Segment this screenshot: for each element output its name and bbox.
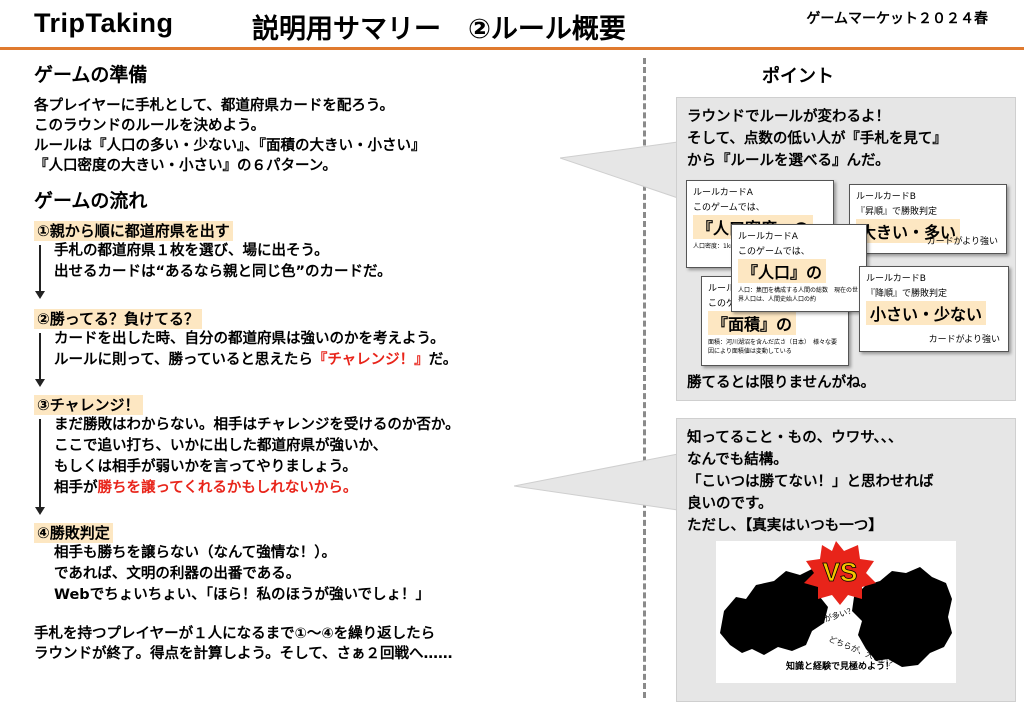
step-line: 相手が勝ちを譲ってくれるかもしれないから。 [54, 478, 634, 499]
rule-card-a-population: ルールカードA このゲームでは、 『人口』の 人口：集団を構成する人間の総数 現… [731, 224, 867, 312]
step-line: 相手も勝ちを譲らない（なんて強情な！）。 [54, 545, 337, 561]
step-line: カードを出した時、自分の都道府県は強いのかを考えよう。 [54, 331, 445, 347]
brand-title: TripTaking [34, 8, 174, 38]
prep-line: ルールは『人口の多い・少ない』、『面積の大きい・小さい』 [34, 138, 426, 154]
step-line: Webでちょいちょい、「ほら！私のほうが強いでしょ！」 [54, 587, 431, 603]
step-line: ここで追い打ち、いかに出した都道府県が強いか、 [54, 438, 388, 454]
prefecture-silhouette-left [720, 569, 828, 655]
step-line: 出せるカードは“あるなら親と同じ色”のカードだ。 [54, 264, 392, 280]
point-title: ポイント [762, 66, 834, 87]
rule-card-b-ascending: ルールカードB 『昇順』で勝敗判定 大きい・多い カードがより強い [849, 184, 1007, 254]
step-line: まだ勝敗はわからない。相手はチャレンジを受けるのか否か。 [54, 417, 460, 433]
card-note: 人口密度：1km² [693, 243, 739, 250]
header: TripTaking 説明用サマリー ②ルール概要 ゲームマーケット２０２４春 [0, 0, 1024, 50]
step-2-body: カードを出した時、自分の都道府県は強いのかを考えよう。 ルールに則って、勝ってい… [54, 329, 634, 371]
step-1-body: 手札の都道府県１枚を選び、場に出そう。 出せるカードは“あるなら親と同じ色”のカ… [54, 241, 634, 283]
point-bubble-rules: ラウンドでルールが変わるよ！ そして、点数の低い人が『手札を見て』 から『ルール… [676, 97, 1016, 401]
card-heading: ルールカードB [856, 192, 916, 202]
closing-text: 手札を持つプレイヤーが１人になるまで①～④を繰り返したら ラウンドが終了。得点を… [34, 624, 634, 664]
step-line: もしくは相手が弱いかを言ってやりましょう。 [54, 459, 357, 475]
closing-line: ラウンドが終了。得点を計算しよう。そして、さぁ２回戦へ…… [34, 646, 453, 662]
flow-title: ゲームの流れ [34, 190, 148, 212]
card-subtitle: このゲームでは、 [738, 247, 810, 257]
card-heading: ルールカードB [866, 274, 926, 284]
step-1: ①親から順に都道府県を出す 手札の都道府県１枚を選び、場に出そう。 出せるカード… [34, 221, 634, 299]
step-1-heading: ①親から順に都道府県を出す [34, 221, 233, 241]
step-text: 相手が [54, 480, 98, 496]
card-main: 『面積』の [708, 311, 797, 335]
bubble-line: 知ってること・もの、ウワサ、、、 [687, 430, 903, 446]
bubble-text: ラウンドでルールが変わるよ！ そして、点数の低い人が『手札を見て』 から『ルール… [687, 106, 947, 172]
prep-title: ゲームの準備 [34, 64, 148, 86]
step-line: ルールに則って、勝っていると思えたら『チャレンジ！』だ。 [54, 350, 634, 371]
speech-tail [514, 453, 679, 511]
step-3-heading: ③チャレンジ！ [34, 395, 143, 415]
card-main: 小さい・少ない [866, 301, 987, 325]
card-heading: ルールカードA [693, 188, 753, 198]
prep-line: 各プレイヤーに手札として、都道府県カードを配ろう。 [34, 98, 395, 114]
card-note: 面積：河川湖沼を含んだ広さ（日本） 様々な要因により面積値は変動している [708, 339, 838, 355]
bubble-line: 良いのです。 [687, 496, 773, 512]
flow-arrow [35, 419, 45, 515]
vs-badge: VS [823, 557, 858, 587]
step-4-body: 相手も勝ちを譲らない（なんて強情な！）。 であれば、文明の利器の出番である。 W… [54, 543, 634, 606]
step-2: ②勝ってる？負けてる？ カードを出した時、自分の都道府県は強いのかを考えよう。 … [34, 309, 634, 387]
card-footnote: カードがより強い [926, 237, 998, 247]
card-note: 人口：集団を構成する人間の総数 現在の世界人口は、人間史始人口の約 [738, 287, 859, 303]
step-2-heading: ②勝ってる？負けてる？ [34, 309, 202, 329]
bubble-line: ただし、【真実はいつも一つ】 [687, 518, 883, 534]
step-4-heading: ④勝敗判定 [34, 523, 113, 543]
warning-text: 勝ちを譲ってくれるかもしれないから。 [97, 480, 358, 496]
card-heading: ルールカードA [738, 232, 798, 242]
card-main: 『人口』の [738, 259, 827, 283]
bubble-line: 「こいつは勝てない！」と思わせれば [687, 474, 934, 490]
speech-tail [560, 141, 679, 199]
step-line: であれば、文明の利器の出番である。 [54, 566, 301, 582]
bubble-line: ラウンドでルールが変わるよ！ [687, 109, 890, 125]
closing-line: 手札を持つプレイヤーが１人になるまで①～④を繰り返したら [34, 626, 436, 642]
vs-illustration: VS 人口が多い？少ない？ どちらが、大きい？ 知識と経験で見極めよう！ [716, 541, 956, 683]
prefecture-silhouette-right [852, 567, 952, 667]
bubble-line: そして、点数の低い人が『手札を見て』 [687, 131, 947, 147]
flow-arrow [35, 245, 45, 299]
card-footnote: カードがより強い [928, 335, 1000, 345]
rule-card-b-descending: ルールカードB 『降順』で勝敗判定 小さい・少ない カードがより強い [859, 266, 1009, 352]
card-subtitle: 『昇順』で勝敗判定 [856, 207, 938, 217]
bubble-line: なんでも結構。 [687, 452, 788, 468]
vs-caption: 知識と経験で見極めよう！ [785, 660, 894, 672]
flow-arrow [35, 333, 45, 387]
challenge-callout: 『チャレンジ！』 [312, 352, 429, 368]
prep-line: 『人口密度の大きい・小さい』の６パターン。 [34, 158, 337, 174]
card-main: 大きい・多い [856, 219, 961, 243]
step-3-body: まだ勝敗はわからない。相手はチャレンジを受けるのか否か。 ここで追い打ち、いかに… [54, 415, 634, 499]
step-3: ③チャレンジ！ まだ勝敗はわからない。相手はチャレンジを受けるのか否か。 ここで… [34, 395, 634, 515]
card-subtitle: 『降順』で勝敗判定 [866, 289, 948, 299]
bubble-text: 知ってること・もの、ウワサ、、、 なんでも結構。 「こいつは勝てない！」と思わせ… [687, 427, 934, 537]
bubble-line: から『ルールを選べる』んだ。 [687, 153, 890, 169]
step-text: だ。 [428, 352, 458, 368]
card-subtitle: このゲームでは、 [693, 203, 765, 213]
column-divider [643, 58, 646, 698]
step-4: ④勝敗判定 相手も勝ちを譲らない（なんて強情な！）。 であれば、文明の利器の出番… [34, 523, 634, 606]
event-label: ゲームマーケット２０２４春 [806, 11, 988, 27]
prep-line: このラウンドのルールを決めよう。 [34, 118, 266, 134]
left-column: ゲームの準備 各プレイヤーに手札として、都道府県カードを配ろう。 このラウンドの… [34, 60, 634, 664]
prep-text: 各プレイヤーに手札として、都道府県カードを配ろう。 このラウンドのルールを決めよ… [34, 96, 634, 176]
step-line: 手札の都道府県１枚を選び、場に出そう。 [54, 243, 329, 259]
header-rule [0, 47, 1024, 50]
page-title: 説明用サマリー ②ルール概要 [252, 14, 626, 45]
vs-burst [804, 541, 876, 605]
step-text: ルールに則って、勝っていると思えたら [54, 352, 313, 368]
bubble-footer: 勝てるとは限りませんがね。 [687, 375, 876, 391]
